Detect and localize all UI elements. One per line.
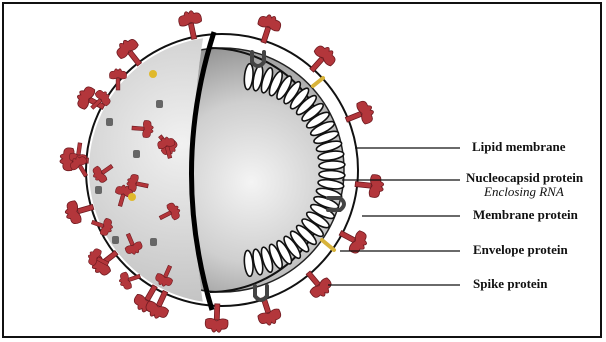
spike-protein bbox=[205, 304, 229, 333]
label-envelope-protein: Envelope protein bbox=[473, 242, 568, 258]
label-spike-protein: Spike protein bbox=[473, 276, 548, 292]
label-membrane-protein: Membrane protein bbox=[473, 207, 578, 223]
label-lipid-membrane: Lipid membrane bbox=[472, 139, 566, 155]
label-enclosing-rna: Enclosing RNA bbox=[484, 184, 564, 200]
